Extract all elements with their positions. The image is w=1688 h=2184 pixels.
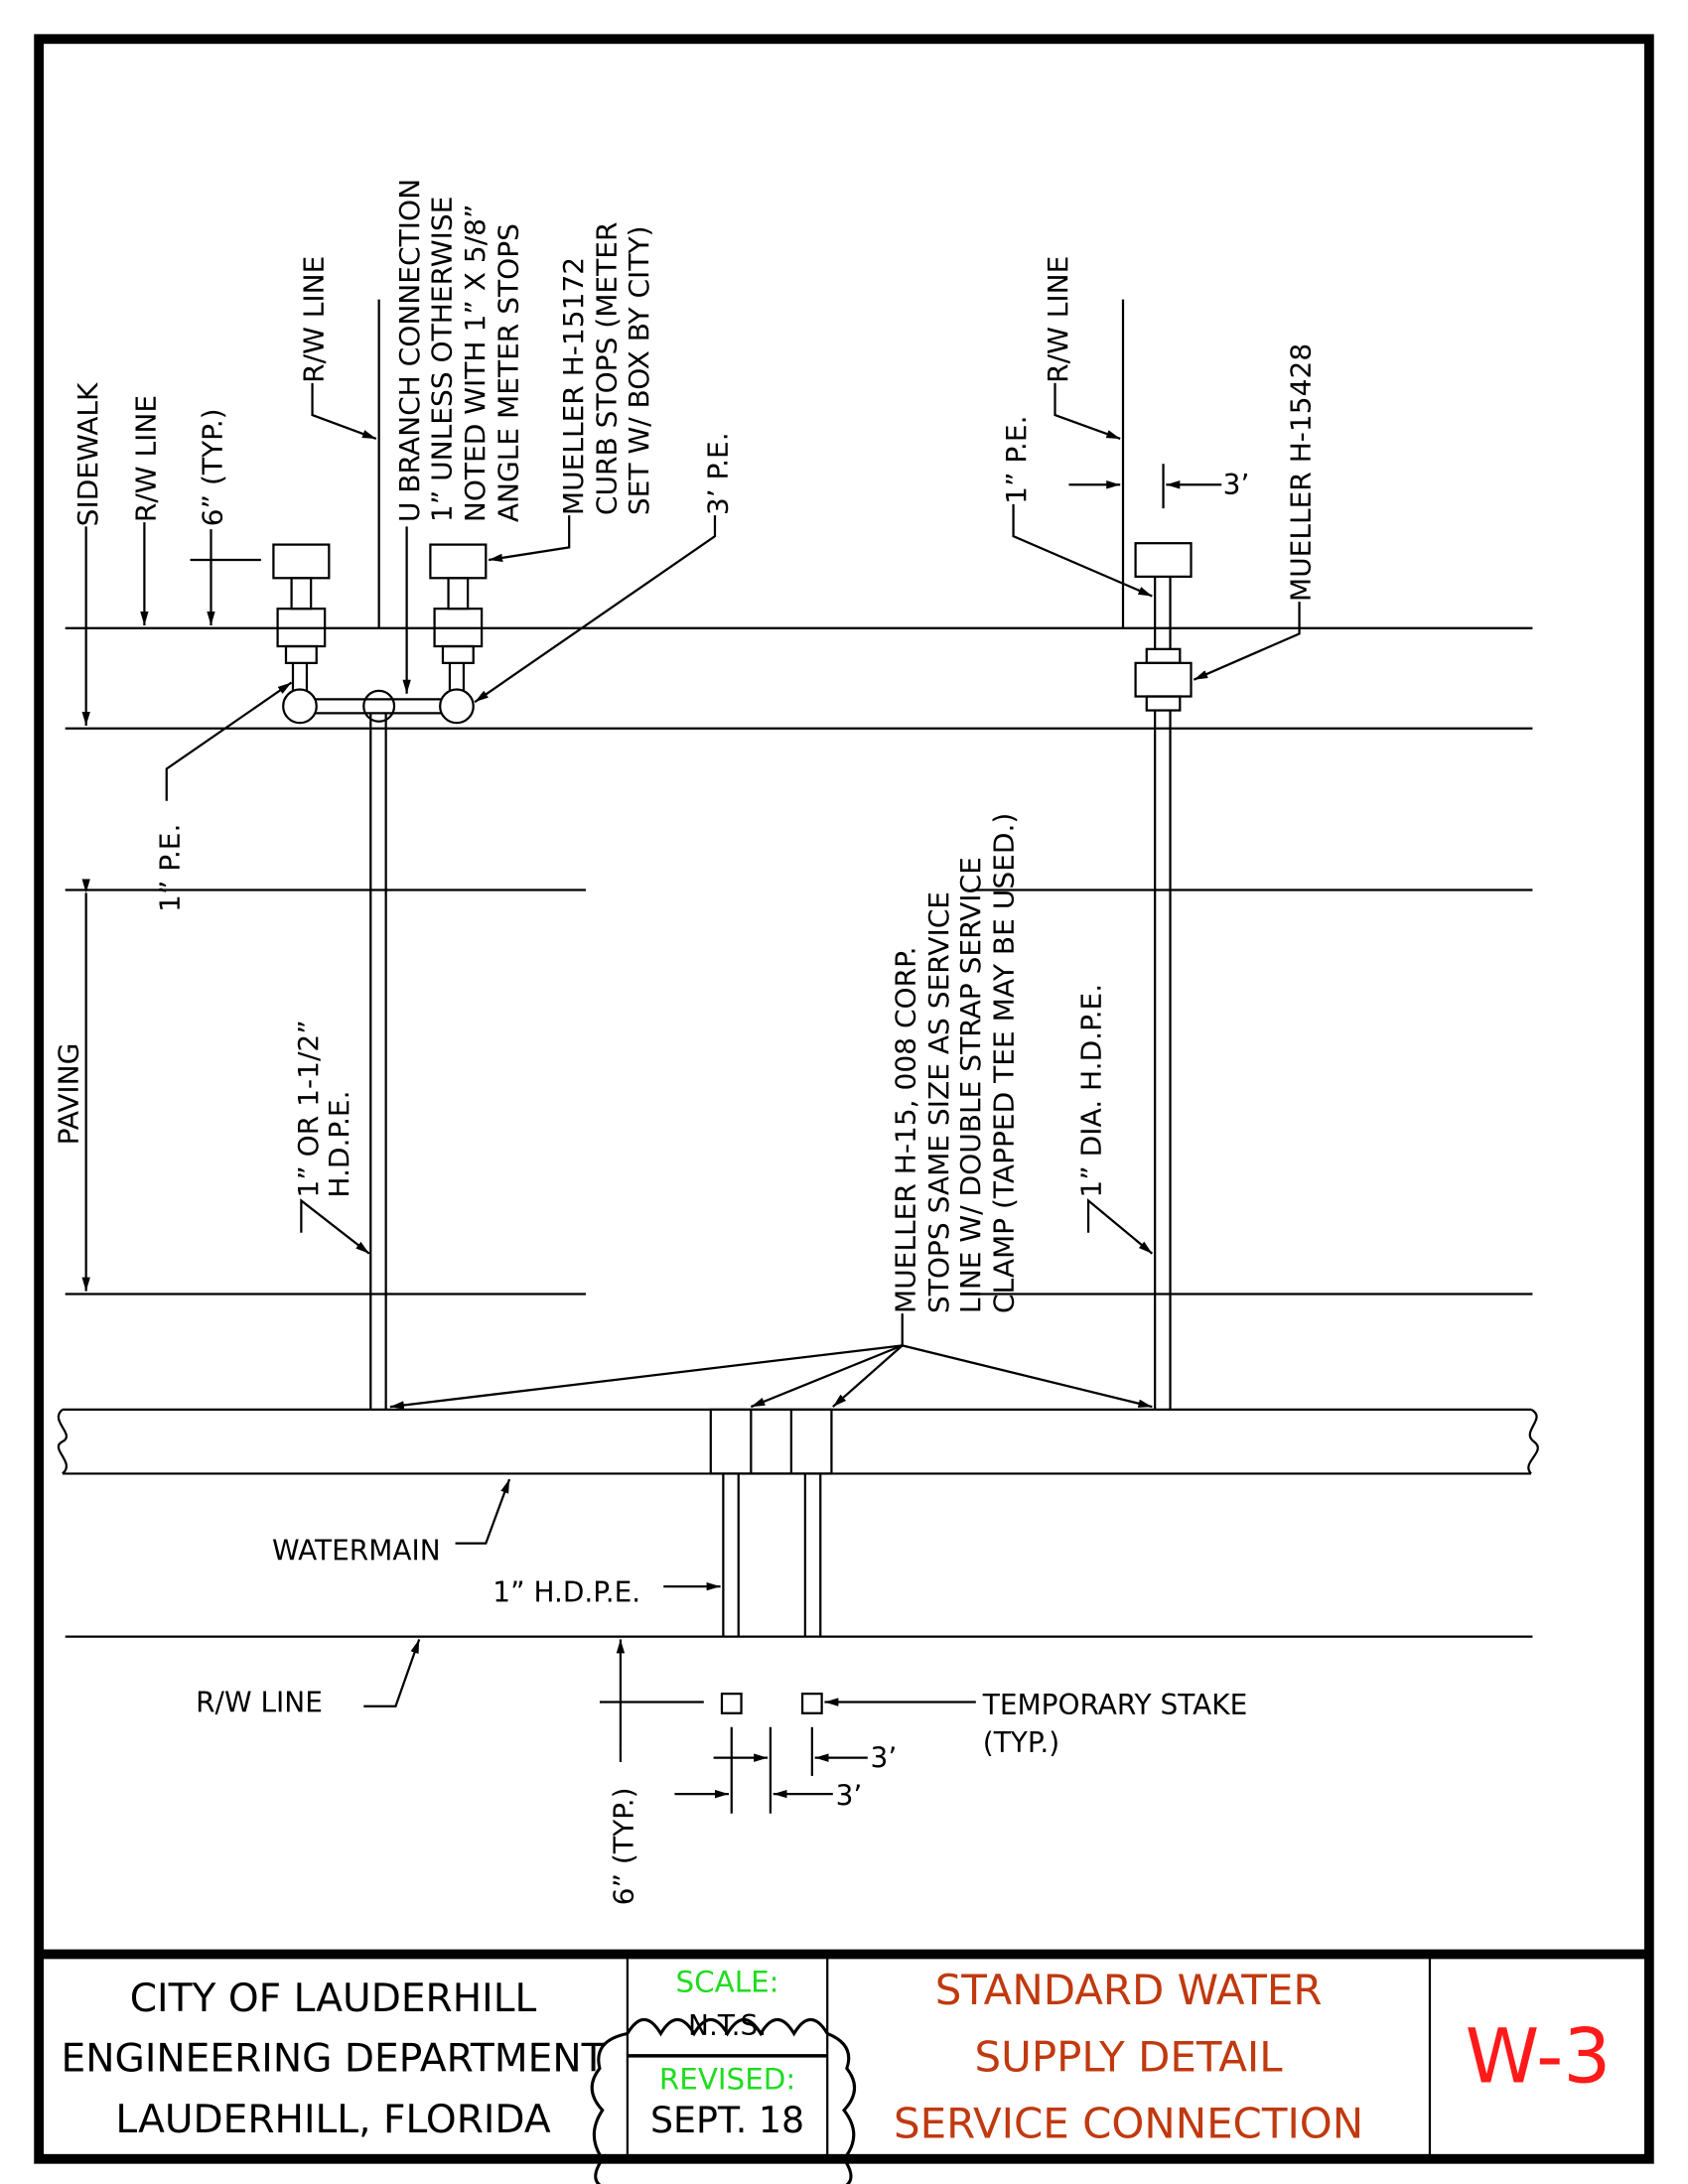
leaders [81,382,1301,1814]
service-lines [369,710,1172,1410]
label-watermain: WATERMAIN [272,1534,441,1567]
label-rw-line-bottom: R/W LINE [196,1686,323,1718]
label-mueller-15172-2: CURB STOPS (METER [591,221,624,515]
label-typ-6-top: 6” (TYP.) [197,408,229,526]
title-line-2: SUPPLY DETAIL [975,2032,1284,2081]
label-corp-stops-1: MUELLER H-15, 008 CORP. [889,946,921,1313]
label-corp-stops-4: CLAMP (TAPPED TEE MAY BE USED.) [988,813,1021,1313]
label-mueller-15428: MUELLER H-15428 [1285,343,1318,602]
agency-line-2: ENGINEERING DEPARTMENT [62,2036,607,2081]
label-rw-line-1: R/W LINE [130,395,163,522]
label-rw-line-2: R/W LINE [298,256,331,383]
label-hdpe-left-2: H.D.P.E. [323,1090,355,1197]
label-temp-stake-2: (TYP.) [983,1726,1059,1759]
label-sidewalk: SIDEWALK [71,382,104,526]
curb-stop-right [1134,542,1193,712]
label-hdpe-bottom: 1” H.D.P.E. [492,1575,640,1608]
label-dim-3-right: 3’ [1223,469,1250,501]
label-mueller-15172-3: SET W/ BOX BY CITY) [623,225,655,515]
title-line-1: STANDARD WATER [935,1966,1323,2014]
label-corp-stops-2: STOPS SAME SIZE AS SERVICE [922,891,955,1313]
label-paving: PAVING [52,1043,84,1146]
agency-line-1: CITY OF LAUDERHILL [130,1977,537,2021]
revised-value: SEPT. 18 [650,2099,804,2141]
title-block [590,1957,1432,2184]
label-hdpe-left-1: 1” OR 1-1/2” [292,1020,325,1197]
label-pe-1-left: 1” P.E. [153,824,186,912]
label-temp-stake-1: TEMPORARY STAKE [982,1689,1247,1721]
label-pe-1-right: 1” P.E. [1000,415,1033,503]
angle-meter-stops-left [272,543,488,725]
label-hdpe-right: 1” DIA. H.D.P.E. [1075,984,1108,1198]
scale-label: SCALE: [676,1965,779,1998]
label-u-branch-4: ANGLE METER STOPS [492,223,525,522]
watermain-pipe [57,1408,1539,1637]
label-u-branch-1: U BRANCH CONNECTION [393,179,426,522]
label-u-branch-2: 1” UNLESS OTHERWISE [425,197,458,523]
label-u-branch-3: NOTED WITH 1” X 5/8” [459,204,492,522]
sheet-border [34,34,1654,2164]
label-dim-3-a: 3’ [871,1741,898,1774]
temporary-stake-1 [720,1693,743,1714]
revised-label: REVISED: [659,2063,795,2097]
label-dim-3-b: 3’ [836,1779,863,1812]
agency-line-3: LAUDERHILL, FLORIDA [115,2098,550,2142]
label-pe-3: 3’ P.E. [702,432,735,515]
title-line-3: SERVICE CONNECTION [894,2100,1363,2148]
sheet-number: W-3 [1466,2012,1612,2100]
label-mueller-15172-1: MUELLER H-15172 [557,257,590,515]
label-rw-line-right: R/W LINE [1042,256,1074,383]
label-typ-6-bottom: 6” (TYP.) [608,1787,640,1905]
scale-value: N.T.S. [688,2009,767,2042]
temporary-stake-2 [800,1693,823,1714]
label-corp-stops-3: LINE W/ DOUBLE STRAP SERVICE [954,857,987,1313]
ground-lines [65,626,1533,1638]
